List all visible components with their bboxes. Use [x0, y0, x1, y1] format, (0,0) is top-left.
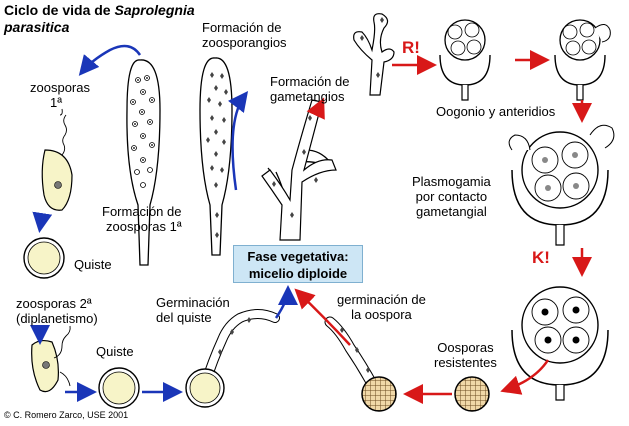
- vegetative-phase-box: Fase vegetativa: micelio diploide: [233, 245, 363, 283]
- label-oospores-line1: Oosporas: [437, 340, 494, 355]
- arrow-to-cyst-1: [32, 211, 53, 233]
- gametangia-small: [353, 13, 395, 96]
- copyright-credit: © C. Romero Zarco, USE 2001: [4, 410, 129, 420]
- arrow-oospore-to-mycelium: [294, 288, 351, 346]
- karyogamy-marker: K!: [532, 248, 550, 267]
- label-gametangia-formation: Formación de gametangios: [270, 74, 349, 104]
- label-oospores-line2: resistentes: [434, 355, 497, 370]
- label-cyst-2: Quiste: [96, 344, 134, 359]
- diagram-title: Ciclo de vida de Saprolegnia parasitica: [4, 2, 195, 36]
- label-cyst-germination: Germinación del quiste: [156, 295, 230, 325]
- cyst-2: [98, 367, 140, 409]
- hypha-outline: [261, 99, 337, 241]
- zoosporangium-forming: [199, 57, 233, 256]
- arrow-release-zoospores: [78, 44, 142, 76]
- label-oospore-germination-line1: germinación de: [337, 292, 426, 307]
- arrow-germination-to-mycelium: [274, 285, 298, 319]
- label-gametangia-line2: gametangios: [270, 89, 345, 104]
- title-genus: Saprolegnia: [114, 2, 195, 18]
- label-plasmogamy-line1: Plasmogamia: [412, 174, 491, 189]
- label-cyst-germination-line2: del quiste: [156, 310, 212, 325]
- label-oospore-germination: germinación de la oospora: [337, 292, 426, 322]
- label-diplanetism: (diplanetismo): [16, 311, 98, 326]
- cyst-1: [23, 237, 65, 279]
- label-cyst-1: Quiste: [74, 257, 112, 272]
- label-plasmogamy-line2: por contacto: [415, 189, 488, 204]
- label-vegetative-phase: Fase vegetativa:: [247, 249, 349, 264]
- label-zoosporas1-text: zoosporas: [30, 80, 90, 95]
- meiosis-marker: R!: [402, 38, 420, 57]
- label-gametangia-line1: Formación de: [270, 74, 350, 89]
- label-zoosporas1-superscript: 1ª: [50, 95, 63, 110]
- label-diploid-mycelium: micelio diploide: [248, 266, 348, 281]
- label-zoosporangia-line2: zoosporangios: [202, 35, 287, 50]
- label-oogonium-antheridia: Oogonio y anteridios: [436, 104, 556, 119]
- oogonium-small-1: [439, 19, 491, 101]
- label-oospore-germination-line2: la oospora: [351, 307, 412, 322]
- arrow-to-gametangia: [306, 97, 325, 120]
- title-species: parasitica: [4, 19, 70, 35]
- oogonium-small-2: [554, 19, 611, 101]
- label-cyst-germination-line1: Germinación: [156, 295, 230, 310]
- label-plasmogamy-line3: gametangial: [415, 204, 487, 219]
- germinating-cyst: [185, 309, 280, 408]
- label-primary-zoospores: zoosporas 1ª: [30, 80, 90, 110]
- red-arrows: [294, 50, 592, 404]
- label-plasmogamy: Plasmogamia por contacto gametangial: [412, 174, 491, 219]
- arrow-to-zoosporangia: [227, 91, 249, 191]
- resistant-oospore: [454, 376, 490, 412]
- oogonium-karyogamy: [511, 286, 609, 401]
- secondary-zoospore: [31, 325, 71, 393]
- label-zoospore-formation: Formación de zoosporas 1ª: [102, 204, 182, 234]
- label-zoosporangia-line1: Formación de: [202, 20, 282, 35]
- zoosporangium-full: [126, 59, 161, 266]
- label-secondary-zoospores: zoosporas 2ª (diplanetismo): [16, 296, 98, 326]
- label-zoosporangia-formation: Formación de zoosporangios: [202, 20, 287, 50]
- label-zoosporas2-text: zoosporas 2ª: [16, 296, 92, 311]
- germinating-oospore: [324, 316, 397, 412]
- oogonium-plasmogamy: [508, 124, 615, 246]
- blue-arrows: [30, 44, 298, 402]
- arrow-to-oospores: [500, 359, 550, 395]
- label-resistant-oospores: Oosporas resistentes: [434, 340, 497, 370]
- primary-zoospore: [41, 108, 73, 211]
- title-text: Ciclo de vida de: [4, 2, 115, 18]
- label-zoospore-formation-line1: Formación de: [102, 204, 182, 219]
- label-zoospore-formation-line2: zoosporas 1ª: [106, 219, 182, 234]
